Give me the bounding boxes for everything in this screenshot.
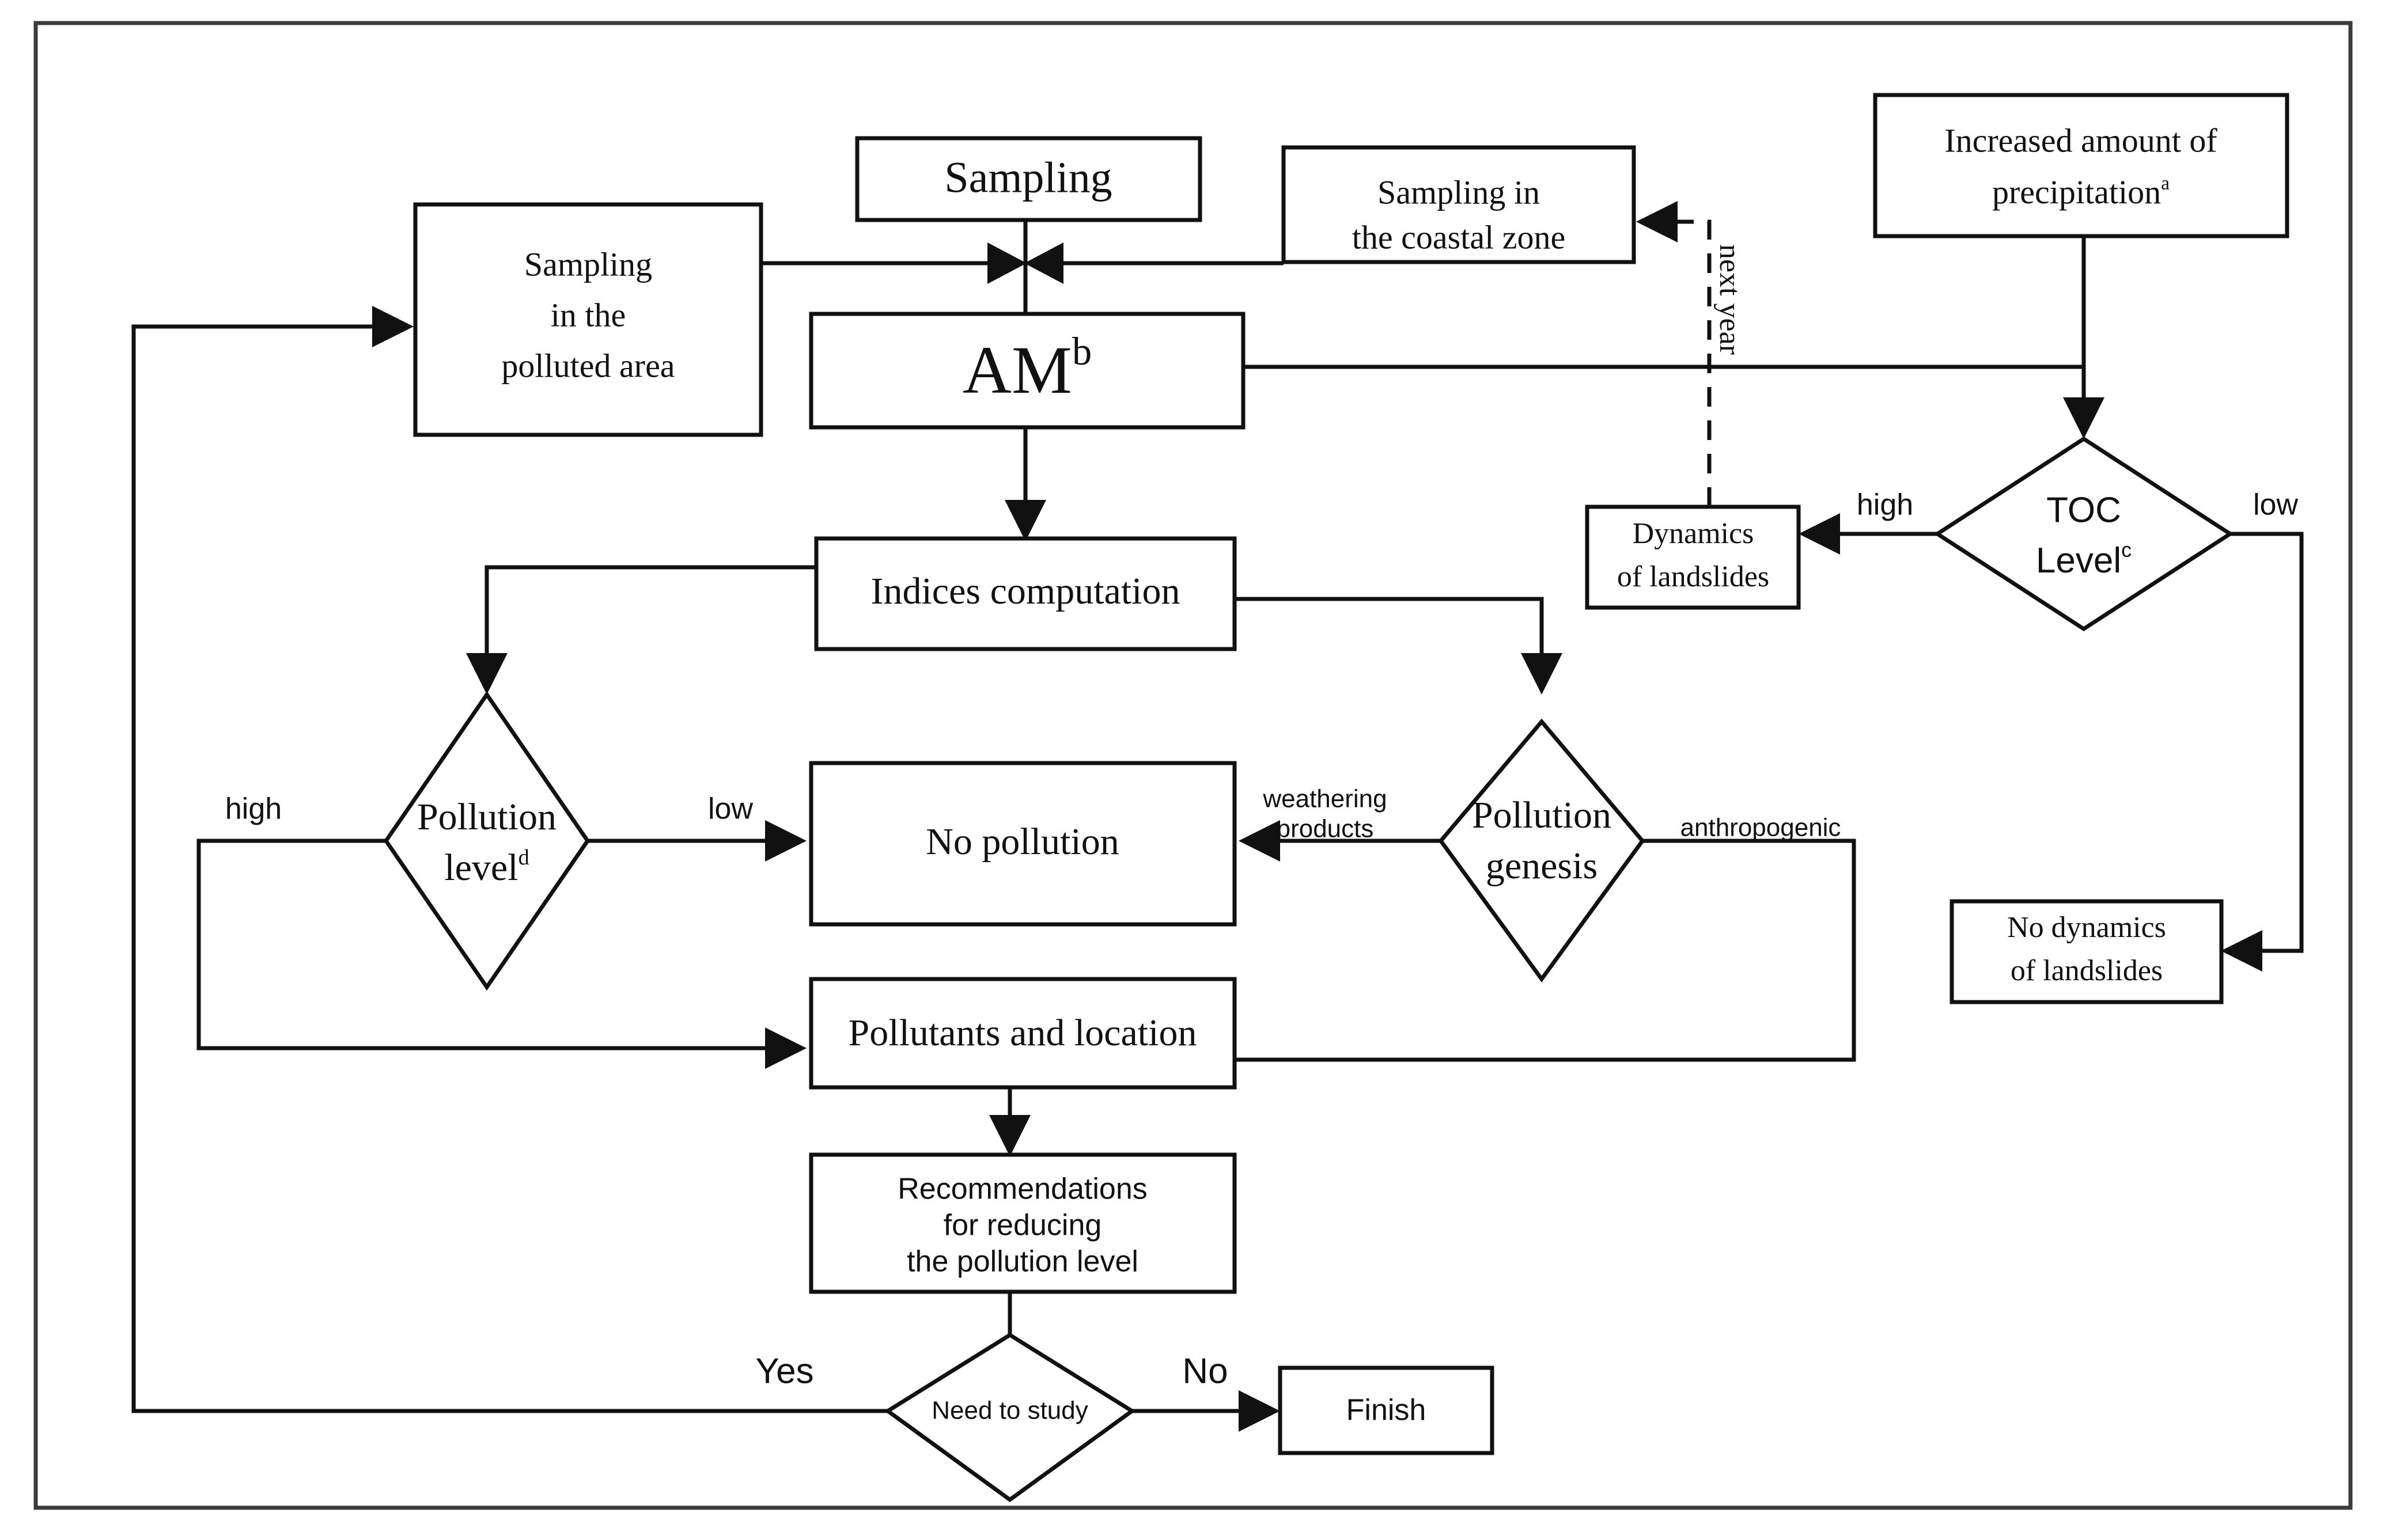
edge-label-toc-high: high xyxy=(1857,488,1913,522)
dynamics-landslides-box[interactable] xyxy=(1585,505,1801,610)
sampling-polluted-line3: polluted area xyxy=(501,347,675,384)
arrowhead-no-pollution-left xyxy=(765,820,807,862)
no-dynamics-landslides-line2: of landslides xyxy=(2011,954,2163,987)
edge-toc-low xyxy=(2230,532,2304,953)
edge-label-weathering-line2: products xyxy=(1277,815,1374,843)
finish-label: Finish xyxy=(1346,1394,1426,1427)
edge-next-year-dashed xyxy=(1671,219,1712,507)
node-precipitation[interactable]: Increased amount of precipitationa xyxy=(1873,93,2289,238)
node-recommendations[interactable]: Recommendations for reducing the polluti… xyxy=(809,1152,1237,1294)
node-pollution-level[interactable]: Pollution leveld xyxy=(383,691,590,991)
node-dynamics-landslides[interactable]: Dynamics of landslides xyxy=(1585,505,1801,610)
no-dynamics-landslides-box[interactable] xyxy=(1950,899,2224,1004)
recommendations-line1: Recommendations xyxy=(898,1173,1148,1206)
recommendations-box[interactable] xyxy=(809,1152,1237,1294)
edge-study-yes xyxy=(131,324,888,1413)
sampling-coastal-box[interactable] xyxy=(1281,145,1636,264)
dynamics-landslides-line2: of landslides xyxy=(1617,560,1769,593)
arrowhead-junction-right xyxy=(1024,242,1063,284)
node-am[interactable]: AMb xyxy=(809,312,1246,430)
edge-genesis-anthropogenic xyxy=(1235,839,1856,1062)
edge-label-pollution-high: high xyxy=(225,792,282,826)
pollution-level-line2: leveld xyxy=(444,845,529,889)
edge-indices-to-pollution-level xyxy=(484,565,816,668)
precipitation-line1: Increased amount of xyxy=(1944,122,2217,159)
indices-computation-box[interactable] xyxy=(814,536,1237,651)
pollution-genesis-line2: genesis xyxy=(1486,845,1598,887)
arrowhead-junction-left xyxy=(987,242,1027,284)
pollution-genesis-line1: Pollution xyxy=(1472,794,1611,836)
need-to-study-label: Need to study xyxy=(932,1397,1088,1425)
pollution-level-diamond[interactable] xyxy=(383,691,590,991)
pollution-level-line1: Pollution xyxy=(417,796,557,838)
edge-label-pollution-low: low xyxy=(708,792,753,826)
sampling-coastal-line2: the coastal zone xyxy=(1352,218,1565,256)
toc-level-diamond[interactable] xyxy=(1933,436,2234,632)
sampling-box[interactable] xyxy=(855,136,1202,222)
node-pollution-genesis[interactable]: Pollution genesis xyxy=(1438,718,1645,983)
arrowhead-toc-top xyxy=(2063,397,2104,439)
recommendations-line3: the pollution level xyxy=(907,1245,1138,1279)
arrowhead-coastal-right xyxy=(1636,201,1678,242)
finish-box[interactable] xyxy=(1278,1365,1494,1455)
node-no-pollution[interactable]: No pollution xyxy=(809,761,1237,927)
sampling-polluted-line2: in the xyxy=(551,296,626,333)
arrowhead-dynamics-right xyxy=(1799,513,1840,555)
node-finish[interactable]: Finish xyxy=(1278,1365,1494,1455)
pollutants-location-box[interactable] xyxy=(809,977,1237,1090)
pollutants-location-label: Pollutants and location xyxy=(849,1012,1197,1054)
node-toc-level[interactable]: TOC Levelc xyxy=(1933,436,2234,632)
sampling-coastal-line1: Sampling in xyxy=(1377,173,1540,211)
node-sampling-coastal[interactable]: Sampling in the coastal zone xyxy=(1281,145,1636,264)
arrowhead-genesis-top xyxy=(1521,653,1562,695)
arrowhead-no-pollution-right xyxy=(1239,820,1280,862)
node-need-to-study[interactable]: Need to study xyxy=(884,1332,1136,1503)
no-dynamics-landslides-line1: No dynamics xyxy=(2007,911,2166,944)
toc-level-line2: Levelc xyxy=(2036,538,2132,581)
sampling-label: Sampling xyxy=(944,153,1112,202)
precipitation-box[interactable] xyxy=(1873,93,2289,238)
arrowhead-pollutants-left xyxy=(765,1027,807,1069)
edge-indices-to-genesis xyxy=(1235,597,1544,668)
am-box[interactable] xyxy=(809,312,1246,430)
node-no-dynamics-landslides[interactable]: No dynamics of landslides xyxy=(1950,899,2224,1004)
arrowhead-no-dynamics-right xyxy=(2221,930,2262,972)
edge-pollution-high xyxy=(196,839,778,1050)
edge-label-study-no: No xyxy=(1182,1351,1228,1391)
toc-level-line1: TOC xyxy=(2046,490,2121,530)
arrowhead-indices-top xyxy=(1005,500,1046,541)
pollution-genesis-diamond[interactable] xyxy=(1438,718,1645,983)
sampling-polluted-line1: Sampling xyxy=(524,245,652,283)
sampling-polluted-box[interactable] xyxy=(413,202,763,437)
outer-frame xyxy=(33,21,2353,1510)
node-pollutants-location[interactable]: Pollutants and location xyxy=(809,977,1237,1090)
edge-label-next-year: next year xyxy=(1713,244,1746,355)
need-to-study-diamond[interactable] xyxy=(884,1332,1136,1503)
arrowhead-finish-left xyxy=(1239,1390,1280,1432)
arrowhead-recs-top xyxy=(989,1115,1031,1156)
node-sampling[interactable]: Sampling xyxy=(855,136,1202,222)
am-label: AMb xyxy=(963,329,1092,408)
indices-computation-label: Indices computation xyxy=(870,570,1180,612)
edge-label-weathering-line1: weathering xyxy=(1262,785,1387,813)
no-pollution-label: No pollution xyxy=(926,821,1119,863)
recommendations-line2: for reducing xyxy=(944,1209,1102,1242)
arrowhead-pollution-level-top xyxy=(466,653,508,695)
dynamics-landslides-line1: Dynamics xyxy=(1633,517,1754,550)
edge-label-study-yes: Yes xyxy=(755,1351,813,1391)
arrowhead-polluted-left xyxy=(372,306,414,347)
node-sampling-polluted[interactable]: Sampling in the polluted area xyxy=(413,202,763,437)
no-pollution-box[interactable] xyxy=(809,761,1237,927)
precipitation-line2: precipitationa xyxy=(1992,173,2170,211)
edge-label-anthropogenic: anthropogenic xyxy=(1680,814,1841,842)
node-indices-computation[interactable]: Indices computation xyxy=(814,536,1237,651)
edge-label-toc-low: low xyxy=(2253,488,2298,522)
